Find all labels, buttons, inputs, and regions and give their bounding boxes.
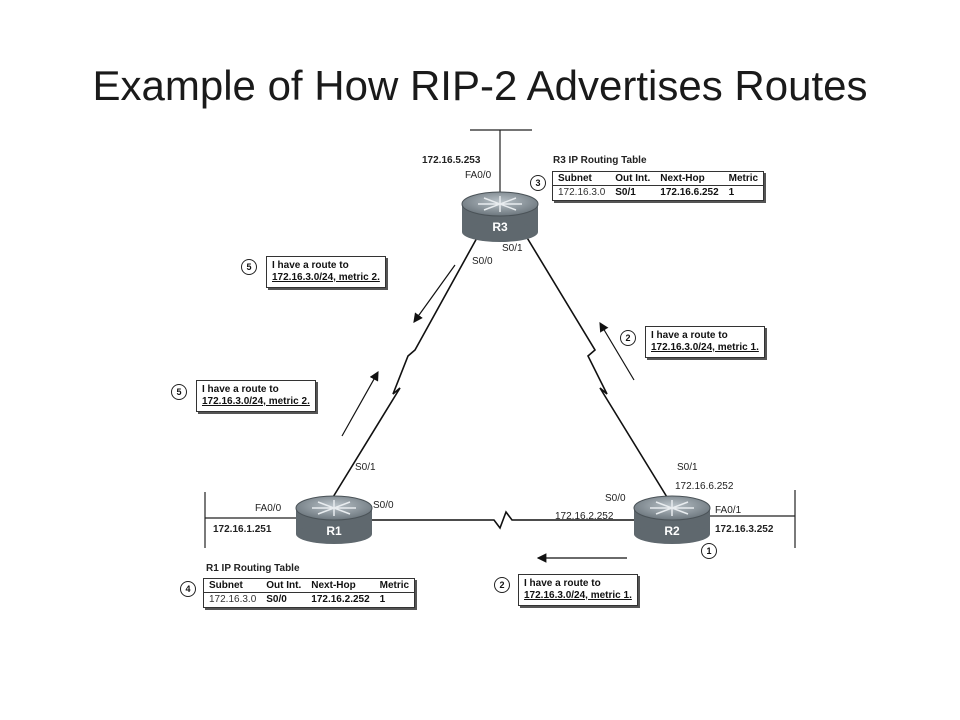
col-next-hop: Next-Hop xyxy=(306,579,375,593)
r3-routing-table-title: R3 IP Routing Table xyxy=(553,155,647,166)
col-metric: Metric xyxy=(374,579,415,593)
r2-s0-1-ip: 172.16.6.252 xyxy=(675,481,734,492)
col-out-int: Out Int. xyxy=(610,172,656,186)
r3-routing-table: Subnet Out Int. Next-Hop Metric 172.16.3… xyxy=(552,171,765,201)
callout-line1: I have a route to xyxy=(651,330,728,341)
r1-lan-segment xyxy=(204,492,298,548)
callout-line2: 172.16.3.0/24, metric 1. xyxy=(651,342,759,353)
r2-s0-1-label: S0/1 xyxy=(677,462,698,473)
r1-lan-ip: 172.16.1.251 xyxy=(213,524,272,535)
callout-line2: 172.16.3.0/24, metric 1. xyxy=(524,590,632,601)
callout-line1: I have a route to xyxy=(202,384,279,395)
step-3-marker: 3 xyxy=(530,175,546,191)
callout-line2: 172.16.3.0/24, metric 2. xyxy=(272,272,380,283)
r1-s0-0-label: S0/0 xyxy=(373,500,394,511)
advert-arrow-r2-to-r3 xyxy=(599,321,635,381)
cell-metric: 1 xyxy=(728,187,735,198)
page-title: Example of How RIP-2 Advertises Routes xyxy=(92,62,868,109)
callout-line1: I have a route to xyxy=(524,578,601,589)
r3-s0-0-label: S0/0 xyxy=(472,256,493,267)
r1-routing-table-title: R1 IP Routing Table xyxy=(206,563,300,574)
table-row: 172.16.3.0 S0/1 172.16.6.252 1 xyxy=(553,186,763,201)
router-r3-name: R3 xyxy=(492,220,508,234)
router-r2[interactable]: R2 xyxy=(633,495,711,544)
r3-s0-1-label: S0/1 xyxy=(502,243,523,254)
r1-s0-1-label: S0/1 xyxy=(355,462,376,473)
step-2-marker-right: 2 xyxy=(620,330,636,346)
col-next-hop: Next-Hop xyxy=(655,172,724,186)
callout-r3-to-r1: I have a route to 172.16.3.0/24, metric … xyxy=(266,256,386,288)
router-r2-name: R2 xyxy=(664,524,680,538)
step-1-marker: 1 xyxy=(701,543,717,559)
table-header-row: Subnet Out Int. Next-Hop Metric xyxy=(553,172,764,186)
callout-line2: 172.16.3.0/24, metric 2. xyxy=(202,396,310,407)
r3-lan-segment xyxy=(470,129,532,192)
advert-arrow-r3-to-r1 xyxy=(413,264,456,323)
step-5-marker-left: 5 xyxy=(171,384,187,400)
serial-link-r3-r1 xyxy=(329,235,479,503)
step-4-marker: 4 xyxy=(180,581,196,597)
table-header-row: Subnet Out Int. Next-Hop Metric xyxy=(204,579,415,593)
r2-lan-segment xyxy=(705,490,796,548)
col-out-int: Out Int. xyxy=(261,579,307,593)
r3-lan-ip: 172.16.5.253 xyxy=(422,155,481,166)
r3-lan-interface: FA0/0 xyxy=(465,170,492,181)
router-r1-name: R1 xyxy=(326,524,342,538)
r2-lan-interface: FA0/1 xyxy=(715,505,742,516)
r1-lan-interface: FA0/0 xyxy=(255,503,282,514)
r2-s0-0-ip: 172.16.2.252 xyxy=(555,511,614,522)
r2-lan-ip: 172.16.3.252 xyxy=(715,524,774,535)
callout-r2-to-r1: I have a route to 172.16.3.0/24, metric … xyxy=(518,574,638,606)
serial-link-r1-r2 xyxy=(372,510,634,530)
cell-metric: 1 xyxy=(379,594,386,605)
cell-out-int: S0/0 xyxy=(266,594,287,605)
router-r3[interactable]: R3 xyxy=(461,191,539,242)
step-5-marker-top: 5 xyxy=(241,259,257,275)
step-2-marker-bottom: 2 xyxy=(494,577,510,593)
r1-routing-table: Subnet Out Int. Next-Hop Metric 172.16.3… xyxy=(203,578,416,608)
advert-arrow-r1-to-r3 xyxy=(341,370,379,437)
cell-subnet: 172.16.3.0 xyxy=(558,187,606,198)
cell-next-hop: 172.16.2.252 xyxy=(311,594,370,605)
router-r1[interactable]: R1 xyxy=(295,495,373,544)
serial-link-r3-r2 xyxy=(525,235,671,503)
col-subnet: Subnet xyxy=(204,579,262,593)
callout-r2-to-r3: I have a route to 172.16.3.0/24, metric … xyxy=(645,326,765,358)
cell-next-hop: 172.16.6.252 xyxy=(660,187,719,198)
callout-line1: I have a route to xyxy=(272,260,349,271)
table-row: 172.16.3.0 S0/0 172.16.2.252 1 xyxy=(204,593,414,608)
cell-out-int: S0/1 xyxy=(615,187,636,198)
r2-s0-0-label: S0/0 xyxy=(605,493,626,504)
callout-r1-to-r3: I have a route to 172.16.3.0/24, metric … xyxy=(196,380,316,412)
col-metric: Metric xyxy=(723,172,764,186)
cell-subnet: 172.16.3.0 xyxy=(209,594,257,605)
col-subnet: Subnet xyxy=(553,172,611,186)
